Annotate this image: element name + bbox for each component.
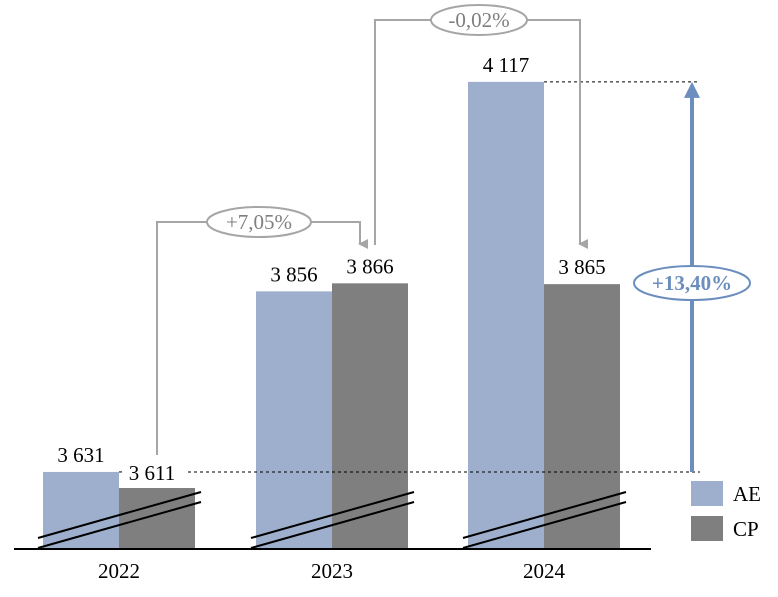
data-label: 3 865 bbox=[558, 255, 605, 279]
bar-AE-2024 bbox=[468, 81, 544, 550]
legend-swatch-AE bbox=[691, 481, 723, 506]
axis-break-line bbox=[462, 491, 627, 539]
axis-break-line bbox=[250, 491, 415, 539]
legend-label: CP bbox=[733, 517, 759, 541]
percent-badge bbox=[430, 4, 528, 36]
x-tick-label: 2023 bbox=[311, 559, 353, 583]
percent-label: -0,02% bbox=[448, 8, 509, 32]
percent-badge bbox=[206, 206, 312, 238]
bar-AE-2023 bbox=[256, 291, 332, 549]
bar-CP-2023 bbox=[332, 283, 408, 549]
data-label: 3 866 bbox=[346, 254, 393, 278]
axis-break-line bbox=[250, 501, 415, 549]
percent-label: +13,40% bbox=[652, 271, 732, 295]
axis-break-line bbox=[37, 501, 202, 549]
x-tick-label: 2024 bbox=[523, 559, 566, 583]
legend-swatch-CP bbox=[691, 516, 723, 541]
axis-break-line bbox=[37, 491, 202, 539]
arrow-head-icon bbox=[684, 81, 700, 98]
bar-CP-2024 bbox=[544, 284, 620, 549]
axis-break-line bbox=[462, 501, 627, 549]
x-tick-label: 2022 bbox=[98, 559, 140, 583]
legend-label: AE bbox=[733, 482, 761, 506]
data-label: 3 611 bbox=[129, 461, 175, 485]
data-label: 3 631 bbox=[57, 443, 104, 467]
data-label: 3 856 bbox=[270, 262, 317, 286]
data-label: 4 117 bbox=[483, 53, 529, 77]
percent-badge bbox=[633, 265, 751, 301]
percent-label: +7,05% bbox=[226, 210, 292, 234]
bar-AE-2022 bbox=[43, 471, 119, 549]
